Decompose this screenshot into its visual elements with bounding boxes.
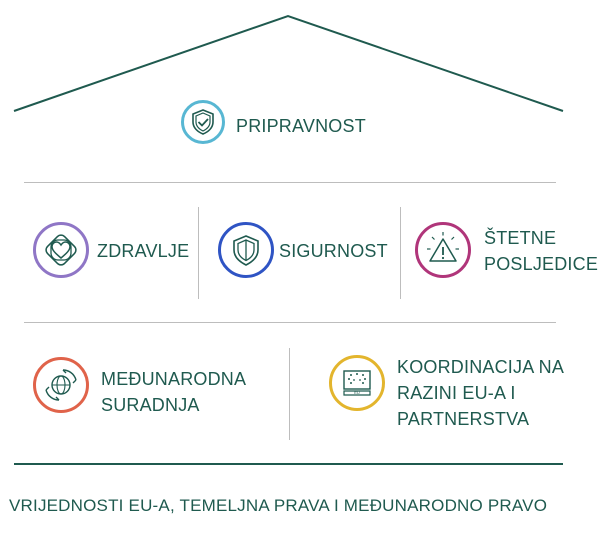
international-label-line-2: SURADNJA: [101, 395, 200, 415]
divider-roof: [24, 182, 556, 183]
international-label-line-1: MEĐUNARODNA: [101, 369, 247, 389]
warning-triangle-icon: [427, 232, 459, 262]
harm-icon-circle: [415, 222, 471, 278]
eu-icon-text: EU: [354, 390, 360, 395]
international-icon-circle: [33, 357, 89, 413]
heart-icon: [45, 234, 77, 266]
globe-hands-icon: [45, 369, 77, 401]
preparedness-icon-circle: [181, 100, 225, 144]
divider-health-security: [198, 207, 199, 299]
foundation-label: VRIJEDNOSTI EU-A, TEMELJNA PRAVA I MEĐUN…: [9, 496, 548, 515]
security-label: SIGURNOST: [279, 241, 388, 261]
eu-coordination-label-line-1: KOORDINACIJA NA: [397, 357, 565, 377]
shield-check-icon: [192, 109, 214, 135]
security-icon-circle: [218, 222, 274, 278]
foundation-line: [14, 463, 563, 465]
harm-label-line-2: POSLJEDICE: [484, 254, 599, 274]
divider-middle: [24, 322, 556, 323]
health-label: ZDRAVLJE: [97, 241, 190, 261]
health-icon-circle: [33, 222, 89, 278]
shield-icon: [233, 235, 259, 266]
divider-security-harm: [400, 207, 401, 299]
eu-coordination-label-line-3: PARTNERSTVA: [397, 409, 530, 429]
roof-outline: [13, 14, 564, 112]
eu-coordination-icon-circle: EU: [329, 355, 385, 411]
eu-coordination-label-line-2: RAZINI EU-A I: [397, 383, 516, 403]
eu-flag-icon: EU: [343, 370, 371, 396]
preparedness-label: PRIPRAVNOST: [236, 116, 366, 136]
divider-bottom: [289, 348, 290, 440]
harm-label-line-1: ŠTETNE: [484, 228, 557, 248]
